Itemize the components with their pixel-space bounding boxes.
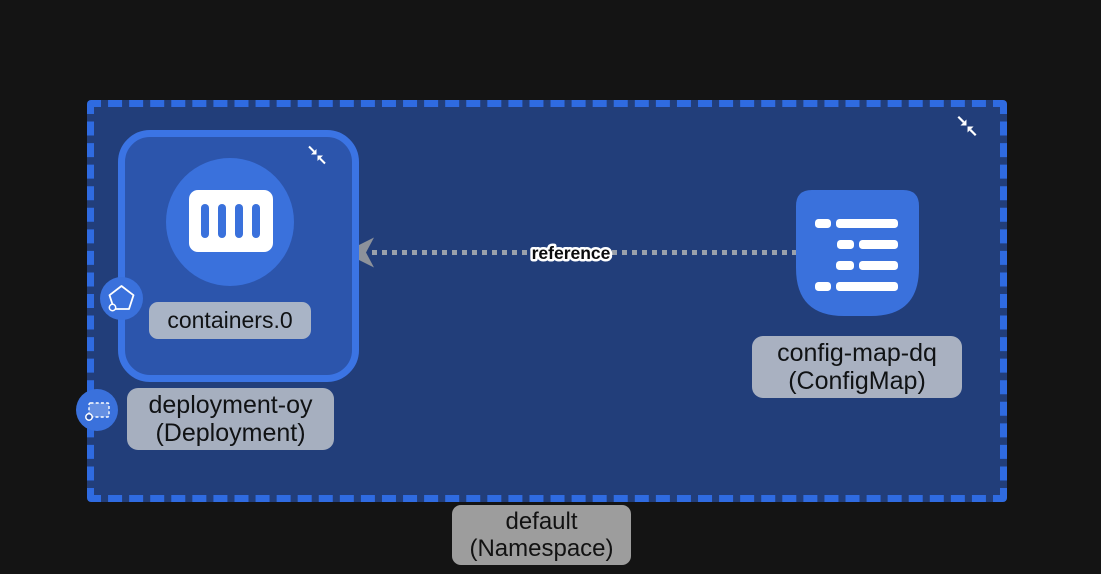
svg-text:reference: reference bbox=[532, 243, 611, 263]
deployment-badge-icon[interactable] bbox=[76, 389, 118, 431]
reference-edge-line bbox=[372, 250, 796, 255]
configmap-kind: (ConfigMap) bbox=[788, 367, 926, 395]
container-label-pill[interactable]: containers.0 bbox=[149, 302, 311, 339]
container-collapse-icon[interactable] bbox=[306, 144, 328, 166]
deployment-label-pill[interactable]: deployment-oy (Deployment) bbox=[127, 388, 334, 450]
namespace-label-pill[interactable]: default (Namespace) bbox=[452, 505, 631, 565]
pod-pentagon-badge-icon[interactable] bbox=[100, 277, 143, 320]
reference-edge-label: reference bbox=[529, 241, 613, 266]
container-icon bbox=[189, 190, 273, 252]
reference-arrowhead-icon bbox=[344, 237, 374, 268]
configmap-node-icon[interactable] bbox=[796, 190, 919, 316]
namespace-name: default bbox=[505, 508, 578, 535]
namespace-collapse-icon[interactable] bbox=[955, 114, 979, 138]
configmap-label-pill[interactable]: config-map-dq (ConfigMap) bbox=[752, 336, 962, 398]
deployment-kind: (Deployment) bbox=[155, 419, 306, 447]
deployment-name: deployment-oy bbox=[148, 391, 313, 419]
container-label: containers.0 bbox=[167, 307, 293, 333]
configmap-name: config-map-dq bbox=[777, 339, 937, 367]
namespace-kind: (Namespace) bbox=[469, 535, 614, 562]
